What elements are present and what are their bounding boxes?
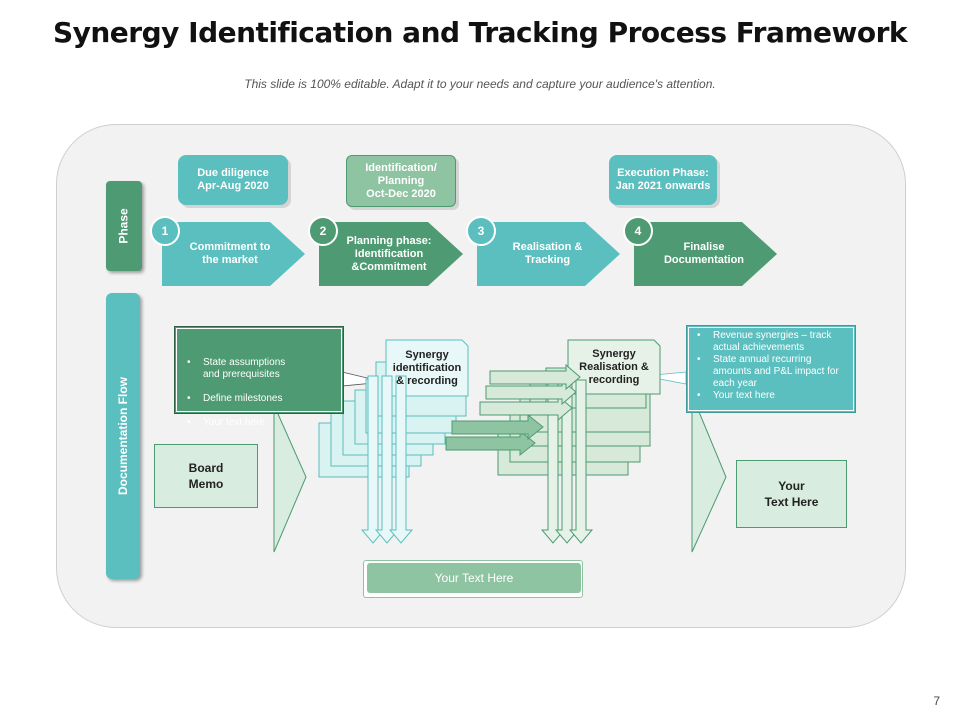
page-number: 7 <box>933 694 940 708</box>
right-funnel <box>691 394 727 553</box>
phase-identification-text: Identification/ Planning Oct-Dec 2020 <box>365 161 437 200</box>
phase-box-identification-planning: Identification/ Planning Oct-Dec 2020 <box>346 155 456 207</box>
step-4-chevron <box>634 222 777 286</box>
phase-box-due-diligence: Due diligence Apr-Aug 2020 <box>178 155 288 205</box>
right-callout-box: Revenue synergies – track actual achieve… <box>686 325 856 413</box>
left-callout-box: State assumptions and prerequisites Defi… <box>174 326 344 429</box>
documentation-flow-side-label-text: Documentation Flow <box>116 377 130 495</box>
step-4-number: 4 <box>623 216 653 246</box>
phase-execution-text: Execution Phase: Jan 2021 onwards <box>615 167 711 192</box>
phase-side-label-text: Phase <box>116 208 131 244</box>
left-callout-bullet: State assumptions and prerequisites <box>181 357 331 381</box>
step-3-chevron <box>477 222 620 286</box>
step-4-label: Finalise Documentation <box>663 241 745 266</box>
your-text-right-box: Your Text Here <box>736 460 847 528</box>
realisation-stack-label: Synergy Realisation & recording <box>579 347 649 386</box>
right-callout-bullet: Revenue synergies – track actual achieve… <box>691 330 851 354</box>
identification-down-arrows <box>360 375 414 544</box>
step-2-label: Planning phase: Identification &Commitme… <box>346 234 432 273</box>
right-callout-bullet: Your text here <box>691 390 851 402</box>
step-2-number: 2 <box>308 216 338 246</box>
left-funnel <box>273 404 307 553</box>
step-3-label: Realisation & Tracking <box>512 241 583 266</box>
step-3-number: 3 <box>466 216 496 246</box>
documentation-flow-side-label: Documentation Flow <box>106 293 140 579</box>
step-1-number: 1 <box>150 216 180 246</box>
phase-box-execution: Execution Phase: Jan 2021 onwards <box>609 155 717 205</box>
board-memo-box: Board Memo <box>154 444 258 508</box>
flow-arrows-light <box>479 363 581 422</box>
slide-title: Synergy Identification and Tracking Proc… <box>52 16 908 49</box>
phase-side-label: Phase <box>106 181 142 271</box>
identification-stack-label: Synergy identification & recording <box>392 348 462 387</box>
slide-subtitle: This slide is 100% editable. Adapt it to… <box>244 77 716 91</box>
left-callout-bullet: Define milestones <box>181 393 331 405</box>
left-callout-bullet: Your text here <box>181 417 331 429</box>
right-callout-bullets: Revenue synergies – track actual achieve… <box>691 330 851 402</box>
step-2-chevron <box>319 222 463 286</box>
right-callout-bullet: State annual recurring amounts and P&L i… <box>691 354 851 390</box>
phase-due-diligence-text: Due diligence Apr-Aug 2020 <box>197 167 269 192</box>
step-1-chevron <box>162 222 305 286</box>
flow-arrows <box>445 413 544 457</box>
left-callout-bullets: State assumptions and prerequisites Defi… <box>181 345 331 441</box>
bottom-text-label: Your Text Here <box>367 563 581 593</box>
step-1-label: Commitment to the market <box>189 241 271 266</box>
